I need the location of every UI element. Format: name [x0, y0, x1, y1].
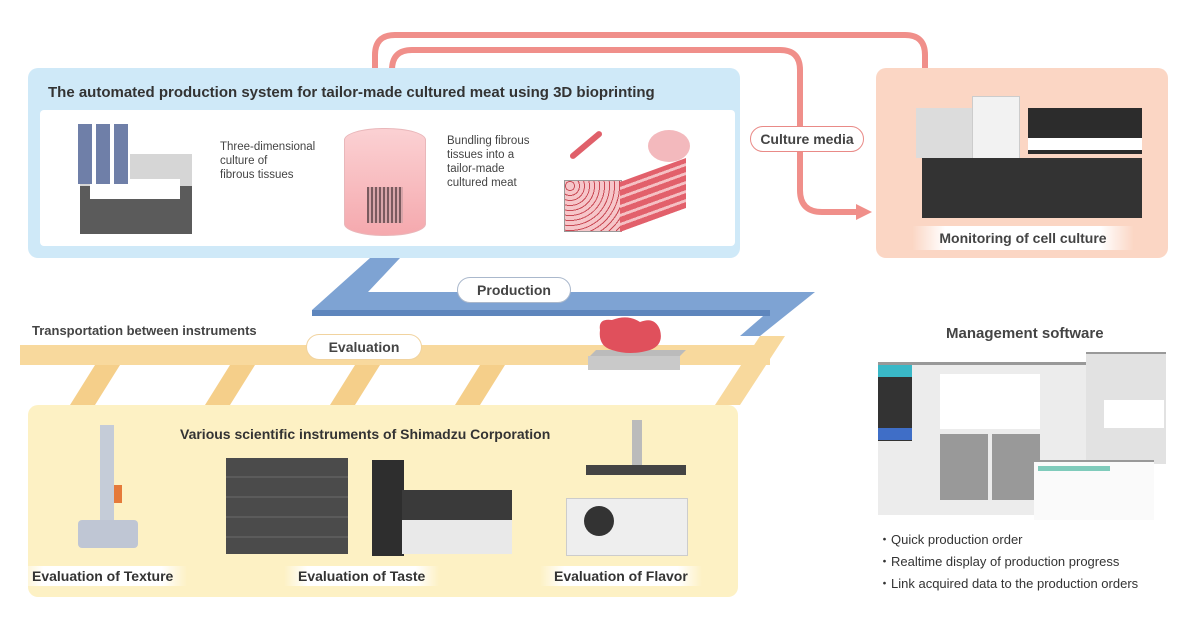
step2-line: cultured meat [447, 177, 517, 189]
step2-line: Bundling fibrous [447, 135, 530, 147]
feature-item: ・Quick production order [878, 532, 1023, 547]
mass-spectrometer-illustration [372, 460, 512, 560]
instruments-title: Various scientific instruments of Shimad… [180, 426, 551, 442]
flavor-label: Evaluation of Flavor [540, 566, 702, 586]
cultured-meat-bundle-illustration [560, 129, 690, 234]
feature-item: ・Link acquired data to the production or… [878, 576, 1139, 591]
production-track-label: Production [457, 277, 571, 303]
gc-ms-illustration [566, 420, 688, 556]
hplc-illustration [226, 458, 348, 554]
texture-label: Evaluation of Texture [18, 566, 188, 586]
step2-line: tissues into a [447, 149, 515, 161]
culture-flow-line-inner [389, 47, 861, 215]
step1-line: Three-dimensional [220, 141, 316, 153]
bioreactor-illustration [344, 128, 426, 236]
arrow-right-icon [856, 204, 872, 220]
step2-line: tailor-made [447, 163, 505, 175]
step1-line: culture of [220, 155, 268, 167]
step1-text: Three-dimensional culture of fibrous tis… [220, 140, 315, 182]
bioprinter-illustration [72, 124, 192, 236]
evaluation-track-label: Evaluation [306, 334, 422, 360]
step2-text: Bundling fibrous tissues into a tailor-m… [447, 134, 529, 190]
monitoring-label: Monitoring of cell culture [912, 226, 1134, 250]
culture-media-flow [372, 32, 928, 215]
cell-culture-analyzer-illustration [916, 88, 1146, 218]
meat-sample-icon [588, 317, 686, 370]
management-software-screenshot [878, 352, 1168, 520]
management-software-title: Management software [946, 325, 1104, 342]
production-system-title: The automated production system for tail… [48, 84, 655, 101]
culture-media-label: Culture media [750, 126, 864, 152]
feature-item: ・Realtime display of production progress [878, 554, 1120, 569]
culture-flow-line-outer [372, 32, 928, 128]
step1-line: fibrous tissues [220, 169, 294, 181]
transportation-label: Transportation between instruments [32, 323, 257, 338]
texture-analyzer-illustration [78, 425, 138, 550]
taste-label: Evaluation of Taste [284, 566, 440, 586]
